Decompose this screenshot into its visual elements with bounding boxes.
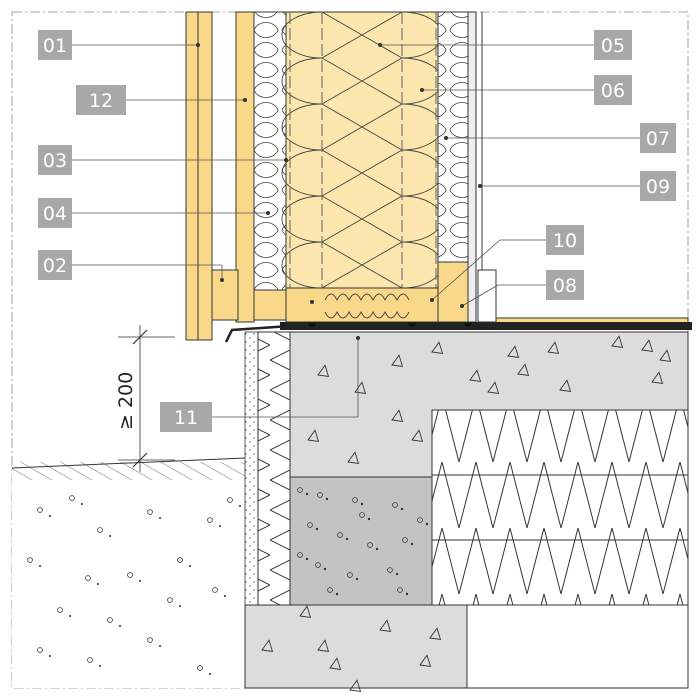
batten (235, 11, 255, 323)
svg-text:03: 03 (43, 150, 67, 172)
interior-lining (467, 11, 477, 323)
perimeter-insulation-vertical (244, 331, 291, 606)
footing (244, 604, 468, 689)
svg-text:08: 08 (553, 275, 577, 297)
starter-batten (211, 269, 239, 321)
label-08: 08 (546, 270, 584, 300)
label-03: 03 (38, 145, 72, 175)
skirting (477, 269, 497, 323)
label-06: 06 (594, 75, 632, 105)
sill-plate (285, 287, 439, 323)
sill-insulation (310, 293, 410, 319)
svg-text:07: 07 (646, 128, 670, 150)
foundation-core (289, 476, 433, 606)
label-12: 12 (76, 85, 126, 115)
bottom-plate-inner (437, 261, 469, 323)
dimension-line (118, 325, 175, 472)
concrete-aggregates (261, 335, 672, 692)
label-05: 05 (594, 30, 632, 60)
svg-text:05: 05 (601, 35, 625, 57)
svg-text:10: 10 (553, 230, 577, 252)
svg-text:01: 01 (43, 35, 67, 57)
svg-text:06: 06 (601, 80, 625, 102)
label-11: 11 (160, 402, 212, 432)
cladding-board (185, 11, 213, 341)
dimension-value: ≥ 200 (115, 372, 137, 430)
label-04: 04 (38, 198, 72, 228)
label-07: 07 (640, 123, 676, 153)
svg-text:12: 12 (89, 90, 113, 112)
leader-lines (72, 43, 640, 418)
subsoil-right (466, 604, 689, 689)
label-10: 10 (546, 225, 584, 255)
label-02: 02 (38, 250, 72, 280)
svg-text:11: 11 (174, 407, 198, 429)
label-01: 01 (38, 30, 72, 60)
svg-text:09: 09 (646, 176, 670, 198)
svg-text:04: 04 (43, 203, 67, 225)
label-09: 09 (640, 171, 676, 201)
svg-text:02: 02 (43, 255, 67, 277)
drip-flashing (224, 324, 291, 343)
bottom-plate-outer (253, 289, 287, 321)
perimeter-insulation-right (431, 409, 689, 606)
sill-membrane (280, 322, 692, 330)
